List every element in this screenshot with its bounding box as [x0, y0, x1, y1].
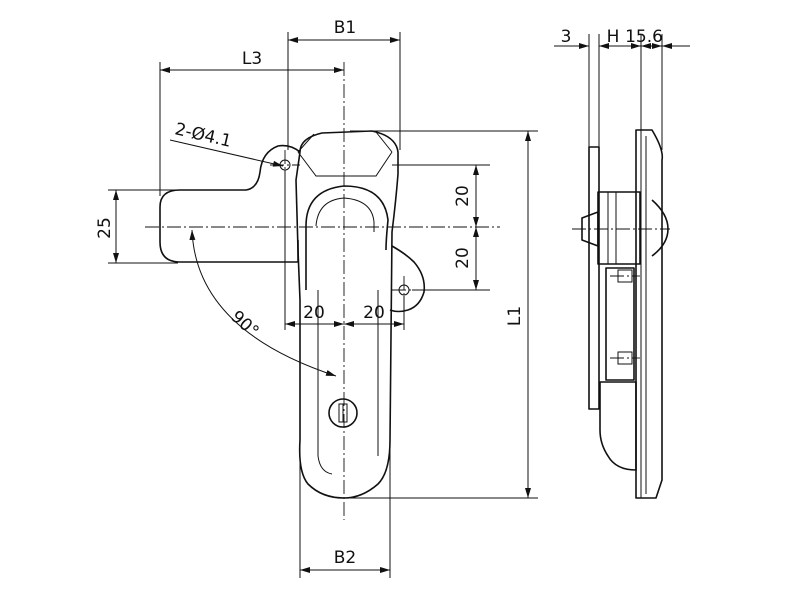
panel-section — [588, 146, 600, 410]
dim-l3: L3 — [159, 49, 344, 196]
side-lock-rib — [607, 192, 617, 264]
side-bracket — [605, 267, 635, 381]
dim-side-top: 3 H 15.6 — [554, 27, 690, 150]
right-lobe-outline — [389, 245, 426, 313]
side-back-plate — [635, 129, 664, 499]
side-lock-body — [597, 191, 641, 265]
dim-20-upper-label: 20 — [453, 185, 473, 207]
dim-l1: L1 — [350, 130, 538, 499]
dim-l3-label: L3 — [242, 49, 262, 69]
side-cam — [581, 211, 599, 247]
dim-b1: B1 — [287, 18, 401, 150]
cam-opening — [305, 185, 389, 290]
key-cylinder-outer — [328, 398, 358, 428]
dim-20-lower-label: 20 — [453, 247, 473, 269]
dim-l1-label: L1 — [505, 306, 525, 326]
dim-hole: 2-Ø4.1 — [169, 119, 284, 167]
dim-20-vertical: 20 20 — [392, 164, 490, 291]
dim-b1-label: B1 — [334, 18, 356, 38]
dim-side-15-6-label: 15.6 — [625, 27, 663, 47]
dim-b2: B2 — [299, 440, 391, 578]
dim-side-h-label: H — [607, 27, 620, 47]
dim-25-label: 25 — [95, 217, 115, 239]
handle-top-facet — [297, 151, 393, 177]
dim-20-left-label: 20 — [303, 303, 325, 323]
dim-angle-label: 90° — [227, 307, 263, 342]
side-grip — [599, 381, 637, 471]
front-view: B1 L3 2-Ø4.1 25 20 20 — [95, 18, 538, 578]
handle-groove — [317, 290, 379, 475]
mounting-plate-outline — [159, 144, 301, 263]
side-boss — [651, 199, 669, 257]
handle-top-ridge — [297, 131, 393, 153]
dim-b2-label: B2 — [334, 548, 356, 568]
dim-25: 25 — [95, 189, 178, 264]
dim-hole-label: 2-Ø4.1 — [173, 119, 233, 151]
dim-side-3-label: 3 — [561, 27, 572, 47]
side-view: 3 H 15.6 — [554, 27, 690, 499]
dim-20-right-label: 20 — [363, 303, 385, 323]
